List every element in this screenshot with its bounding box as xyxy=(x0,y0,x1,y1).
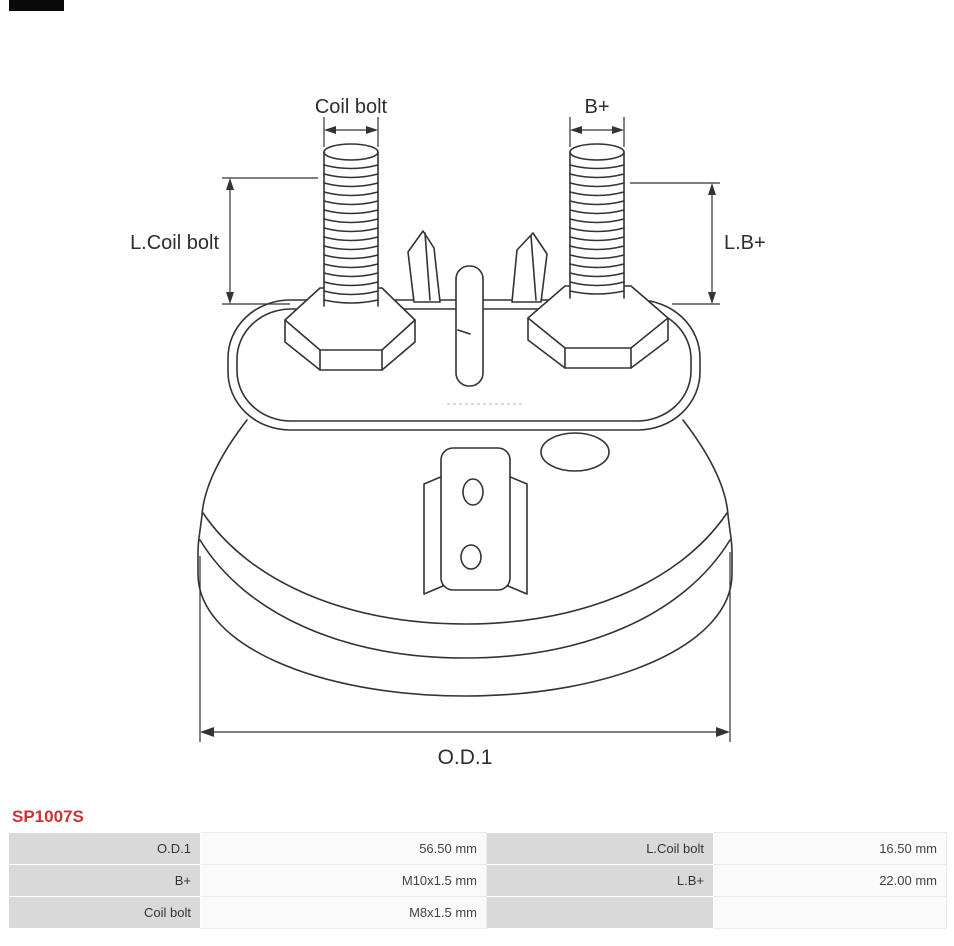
table-row: O.D.1 56.50 mm L.Coil bolt 16.50 mm xyxy=(8,832,947,865)
mounting-tabs xyxy=(407,230,548,303)
spec-value: 16.50 mm xyxy=(713,832,947,865)
spec-table: O.D.1 56.50 mm L.Coil bolt 16.50 mm B+ M… xyxy=(8,832,947,929)
spec-label: O.D.1 xyxy=(8,832,201,865)
coil-bolt-stud xyxy=(323,143,379,307)
l-coil-bolt-label: L.Coil bolt xyxy=(130,232,219,254)
spec-label xyxy=(486,896,714,929)
spec-label: L.Coil bolt xyxy=(486,832,714,865)
technical-drawing: Coil bolt B+ L.Coil bolt L.B+ O.D.1 xyxy=(130,96,766,769)
spec-label: B+ xyxy=(8,864,201,897)
center-slot xyxy=(455,265,484,387)
coil-bolt-label: Coil bolt xyxy=(315,96,388,118)
vent-hole xyxy=(540,432,610,472)
dimension-annotations: Coil bolt B+ L.Coil bolt L.B+ O.D.1 xyxy=(130,96,766,769)
spec-label: L.B+ xyxy=(486,864,714,897)
hex-nut-right xyxy=(527,285,669,369)
spec-label: Coil bolt xyxy=(8,896,201,929)
part-number: SP1007S xyxy=(12,807,84,826)
spec-value: M10x1.5 mm xyxy=(200,864,487,897)
od1-label: O.D.1 xyxy=(438,746,493,769)
table-row: B+ M10x1.5 mm L.B+ 22.00 mm xyxy=(8,864,947,897)
table-row: Coil bolt M8x1.5 mm xyxy=(8,896,947,929)
spec-value xyxy=(713,896,947,929)
spec-value: 22.00 mm xyxy=(713,864,947,897)
b-plus-stud xyxy=(569,143,625,299)
b-plus-label: B+ xyxy=(584,96,609,118)
contact-bracket xyxy=(423,447,528,595)
brand-logo xyxy=(9,0,64,11)
spec-value: M8x1.5 mm xyxy=(200,896,487,929)
l-b-plus-label: L.B+ xyxy=(724,232,766,254)
spec-value: 56.50 mm xyxy=(200,832,487,865)
